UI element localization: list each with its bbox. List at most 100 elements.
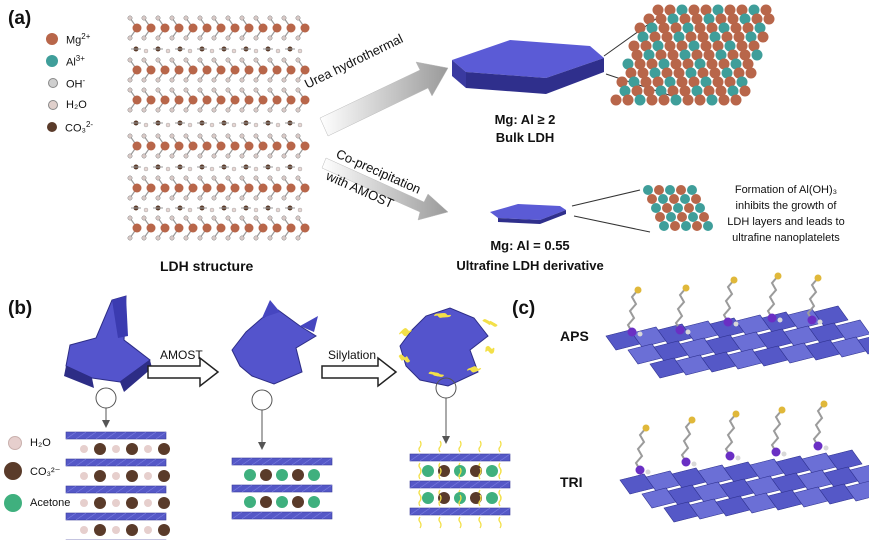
al-sphere [679,49,691,61]
oh-atom [141,35,147,41]
layer-texture [231,484,243,493]
octahedron [835,319,869,341]
layer-texture [449,453,461,462]
layer-texture [271,484,283,493]
mg-atom [174,183,184,193]
water-atom [231,207,237,213]
tri-surface [619,400,869,523]
layer-texture [409,453,421,462]
layer-texture [311,484,323,493]
layer-texture [291,484,303,493]
oh-atom [267,57,273,63]
mg-atom [146,183,156,193]
mg-atom [202,65,212,75]
al-sphere [703,221,713,231]
mg-sphere [697,31,709,43]
mg-sphere [757,31,769,43]
carbonate-molecule [470,465,482,477]
b-legend-carbonate: CO₃²⁻ [4,462,60,480]
mg-sphere [699,212,709,222]
water-atom [187,122,193,128]
terminal-atom [820,400,828,408]
layer-texture [301,457,313,466]
oh-atom [211,175,217,181]
water-atom [275,48,281,54]
oh-atom [127,15,133,21]
mg-atom [300,65,310,75]
terminal-atom [778,406,786,414]
layer-texture [409,507,421,516]
layer-texture [135,512,147,521]
mg-atom [230,65,240,75]
water-atom [231,48,237,54]
mg-sphere [667,85,679,97]
al-sphere [685,67,697,79]
mg-atom [132,223,142,233]
layer-texture [135,485,147,494]
al-sphere [687,185,697,195]
terminal-atom [730,276,738,284]
oh-atom [225,235,231,241]
silane-chain [418,467,422,480]
oh-atom [155,153,161,159]
al-sphere [730,58,742,70]
mg-atom [300,223,310,233]
layer-texture [251,511,263,520]
oh-atom [211,235,217,241]
mg-atom [160,223,170,233]
oh-atom [267,195,273,201]
mg-sphere [736,4,748,16]
al-sphere [673,31,685,43]
mg-atom [174,141,184,151]
oh-atom [267,35,273,41]
oh-atom [295,133,301,139]
oh-atom [141,235,147,241]
oh-atom [183,175,189,181]
mg-sphere [718,58,730,70]
mg-sphere [733,31,745,43]
layer-texture [261,457,273,466]
oh-atom [295,175,301,181]
mg-sphere [727,49,739,61]
oh-atom [141,195,147,201]
mg-sphere [622,94,634,106]
oh-atom [267,235,273,241]
mg-atom [230,183,240,193]
water-atom [143,122,149,128]
b-legend-water: H₂O [8,436,51,450]
oh-atom [295,77,301,83]
mg-sphere [742,58,754,70]
mg-sphere [694,22,706,34]
oh-atom [295,195,301,201]
layer-texture [155,512,167,521]
oh-atom [239,153,245,159]
carbonate-molecule [126,497,138,509]
layer-texture [135,458,147,467]
al-sphere [637,31,649,43]
silane-chain [418,494,422,507]
layer-texture [449,480,461,489]
silane-chain [485,349,495,354]
terminal-atom [732,410,740,418]
ultrafine-atom-lattice [643,185,713,231]
al-sphere [709,31,721,43]
ultrafine-ratio: Mg: Al = 0.55 [490,238,570,253]
oh-atom [295,15,301,21]
oh-atom [197,133,203,139]
oh-atom [225,15,231,21]
mg-atom [258,223,268,233]
layer-texture [301,511,313,520]
mg-atom [188,95,198,105]
mg-sphere [640,76,652,88]
magnify-circle-1 [95,387,117,409]
oh-atom [183,35,189,41]
mg-atom [230,23,240,33]
b-legend-acetone: Acetone [4,494,70,512]
mg-atom [132,65,142,75]
al-sphere [748,4,760,16]
silane-chain [766,275,779,319]
terminal-atom [814,274,822,282]
water-atom [143,207,149,213]
b-legend-carbonate-label: CO₃²⁻ [30,465,61,478]
oh-atom [169,87,175,93]
